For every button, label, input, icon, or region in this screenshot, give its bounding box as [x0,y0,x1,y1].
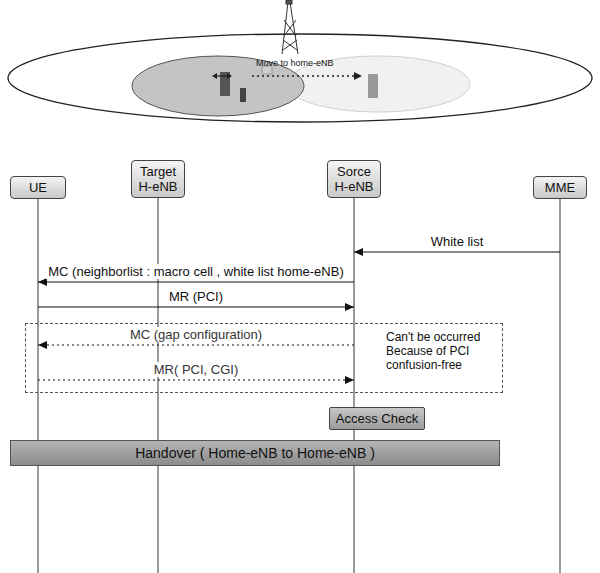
move-arrow-head [354,72,362,80]
lifeline-header: UE [10,176,66,199]
lifeline [158,198,159,573]
arrow-head [38,278,47,286]
message-line [354,251,560,252]
cell-illustration [0,0,600,140]
ue-device [240,88,246,102]
message-arrow [38,376,354,384]
node-label: Access Check [336,411,418,426]
lifeline [560,199,561,573]
message-line [38,306,354,307]
message-label: MC (neighborlist : macro cell , white li… [46,264,345,279]
message-line [38,379,354,380]
node-label: UE [13,180,63,195]
lifeline-header: Target H-eNB [131,160,185,198]
message-arrow [38,278,354,286]
arrow-head [354,248,363,256]
message-label: White list [429,234,486,249]
macro-cell [8,34,592,122]
note-text: Can't be occurred Because of PCI confusi… [386,330,494,372]
message-label: MR (PCI) [167,289,225,304]
lifeline-header: MME [533,176,587,199]
message-line [38,344,354,345]
node-label: MME [536,180,584,195]
message-arrow [38,341,354,349]
process-bar: Handover ( Home-eNB to Home-eNB ) [10,440,500,466]
move-arrow [252,75,355,76]
message-label: MC (gap configuration) [128,327,264,342]
arrow-head [345,303,354,311]
lifeline [38,199,39,573]
message-label: MR( PCI, CGI) [152,362,241,377]
process-box: Access Check [329,407,425,430]
node-label: Target H-eNB [134,164,182,194]
arrow-head [38,341,47,349]
illustration-label: Move to home-eNB [256,58,334,69]
node-label: Sorce H-eNB [330,164,378,194]
lifeline [354,198,355,573]
message-arrow [38,303,354,311]
message-line [38,281,354,282]
target-building [368,74,378,98]
message-arrow [354,248,560,256]
arrow-head [345,376,354,384]
node-label: Handover ( Home-eNB to Home-eNB ) [135,445,375,461]
lifeline-header: Sorce H-eNB [327,160,381,198]
macro-tower [282,0,298,54]
link-arrow-heads [212,73,232,79]
